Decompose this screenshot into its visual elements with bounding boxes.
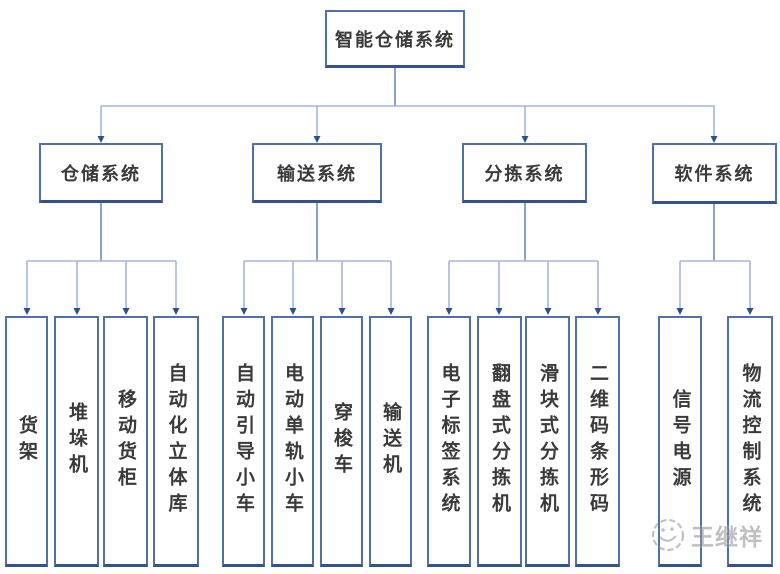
level2-to-leaf-connectors [23,203,754,315]
node-leaf-electronic-label: 电子标签系统 [427,316,471,567]
leaf-label: 自动引导小车 [233,363,254,519]
leaf-label: 二维码条形码 [587,363,608,519]
node-leaf-barcode: 二维码条形码 [575,316,620,567]
node-branch-software: 软件系统 [652,143,777,204]
leaf-label: 信号电源 [669,389,691,493]
leaf-label: 输送机 [380,402,401,480]
node-leaf-tilt-tray-sorter: 翻盘式分拣机 [477,316,522,567]
leaf-label: 翻盘式分拣机 [489,363,510,519]
node-leaf-stacker-crane: 堆垛机 [54,316,99,567]
leaf-label: 电子标签系统 [438,363,460,519]
node-root: 智能仓储系统 [325,10,465,68]
node-branch-storage: 仓储系统 [39,143,163,203]
node-branch-sorting: 分拣系统 [462,143,587,203]
node-leaf-logistics-control: 物流控制系统 [727,316,773,567]
node-leaf-monorail-cart: 电动单轨小车 [271,316,314,567]
node-leaf-slider-sorter: 滑块式分拣机 [525,316,570,567]
leaf-label: 滑块式分拣机 [537,363,558,519]
node-leaf-agv: 自动引导小车 [222,316,265,567]
root-to-level2-connectors [97,68,718,143]
leaf-label: 穿梭车 [331,402,352,480]
node-leaf-shuttle: 穿梭车 [320,316,363,567]
leaf-label: 物流控制系统 [739,363,761,519]
node-branch-conveying: 输送系统 [252,143,382,203]
leaf-label: 货架 [16,415,37,467]
leaf-label: 自动化立体库 [165,363,187,519]
node-leaf-shelves: 货架 [5,316,48,567]
node-leaf-conveyor: 输送机 [369,316,412,567]
node-leaf-automated-warehouse: 自动化立体库 [153,316,199,567]
node-leaf-mobile-rack: 移动货柜 [103,316,148,567]
node-leaf-signal-power: 信号电源 [658,316,702,567]
leaf-label: 堆垛机 [66,402,87,480]
leaf-label: 移动货柜 [115,389,136,493]
leaf-label: 电动单轨小车 [282,363,303,519]
